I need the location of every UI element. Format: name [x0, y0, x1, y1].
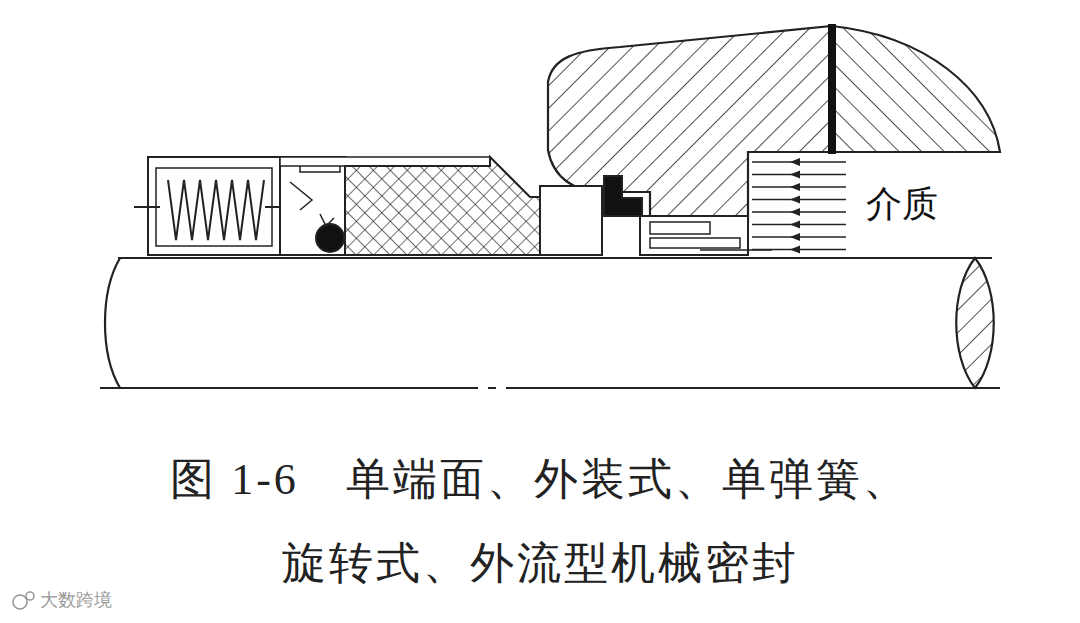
seal-assembly-part [156, 168, 272, 246]
pressure-arrowhead [790, 171, 800, 179]
seal-assembly-part [320, 214, 334, 226]
watermark-icon-part [26, 592, 34, 600]
seal-assembly-part [316, 224, 344, 252]
seal-assembly-part [604, 176, 642, 216]
pressure-arrowhead [790, 208, 800, 216]
seal-assembly-part [168, 180, 264, 240]
watermark-icon-part [13, 595, 27, 609]
seal-assembly-part [650, 222, 710, 234]
seal-assembly-part [280, 157, 345, 255]
pressure-arrowhead [790, 158, 800, 166]
pressure-arrowhead [790, 233, 800, 241]
seal-assembly-part [290, 182, 312, 210]
seal-assembly-part [148, 157, 280, 255]
shaft [100, 258, 1000, 388]
shaft-part [118, 257, 992, 259]
seal-assembly-part [640, 216, 748, 255]
watermark: 大数跨境 [40, 591, 112, 609]
seal-assembly-part [345, 157, 540, 255]
pump-housing-part [828, 24, 836, 154]
pressure-arrowhead [790, 221, 800, 229]
medium-label: 介质 [866, 186, 938, 222]
pressure-arrows [752, 158, 846, 254]
shaft-part [105, 258, 120, 388]
seal-assembly [134, 157, 772, 255]
pressure-arrowhead [790, 196, 800, 204]
pressure-arrowhead [790, 183, 800, 191]
pump-housing [548, 24, 1000, 222]
shaft-part [100, 387, 1000, 389]
shaft-part [956, 258, 994, 388]
seal-assembly-part [540, 186, 602, 255]
seal-assembly-part [650, 238, 740, 248]
seal-assembly-part [134, 206, 160, 208]
pump-housing-part [832, 26, 1000, 152]
watermark-icon [13, 592, 34, 609]
pressure-arrowhead [790, 246, 800, 254]
figure-caption: 图 1-6 单端面、外装式、单弹簧、 旋转式、外流型机械密封 [168, 438, 912, 606]
seal-assembly-part [280, 157, 490, 166]
